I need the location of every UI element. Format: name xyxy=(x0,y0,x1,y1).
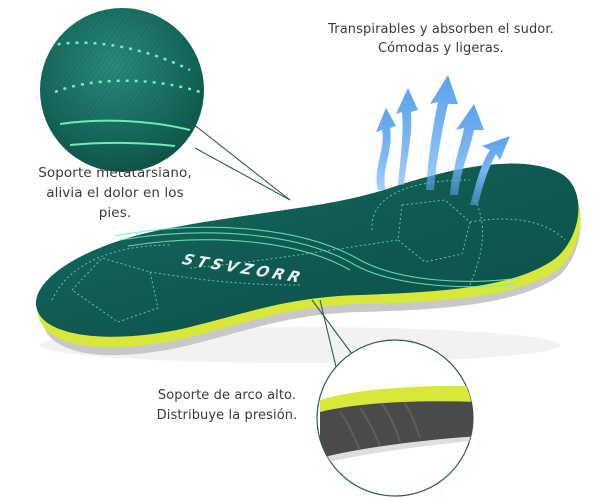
airflow-arrows-icon xyxy=(376,75,510,205)
arch-line-1: Soporte de arco alto. xyxy=(157,388,297,403)
metatarsal-line-1: Soporte metatarsiano, xyxy=(38,165,192,181)
breathability-caption: Transpirables y absorben el sudor. Cómod… xyxy=(296,20,586,58)
metatarsal-caption: Soporte metatarsiano, alivia el dolor en… xyxy=(30,163,200,223)
metatarsal-line-3: pies. xyxy=(98,205,132,221)
breathability-line-2: Cómodas y ligeras. xyxy=(377,41,505,56)
arch-line-2: Distribuye la presión. xyxy=(156,408,298,423)
insole-stitching xyxy=(51,179,566,323)
breathability-line-1: Transpirables y absorben el sudor. xyxy=(328,22,554,37)
insole-arch-lines xyxy=(114,226,521,288)
fabric-detail-magnifier xyxy=(40,8,204,172)
arch-support-caption: Soporte de arco alto. Distribuye la pres… xyxy=(138,386,316,426)
callout-connector-lines xyxy=(187,119,353,376)
metatarsal-line-2: alivia el dolor en los xyxy=(46,185,184,201)
layers-detail-magnifier xyxy=(316,339,474,497)
